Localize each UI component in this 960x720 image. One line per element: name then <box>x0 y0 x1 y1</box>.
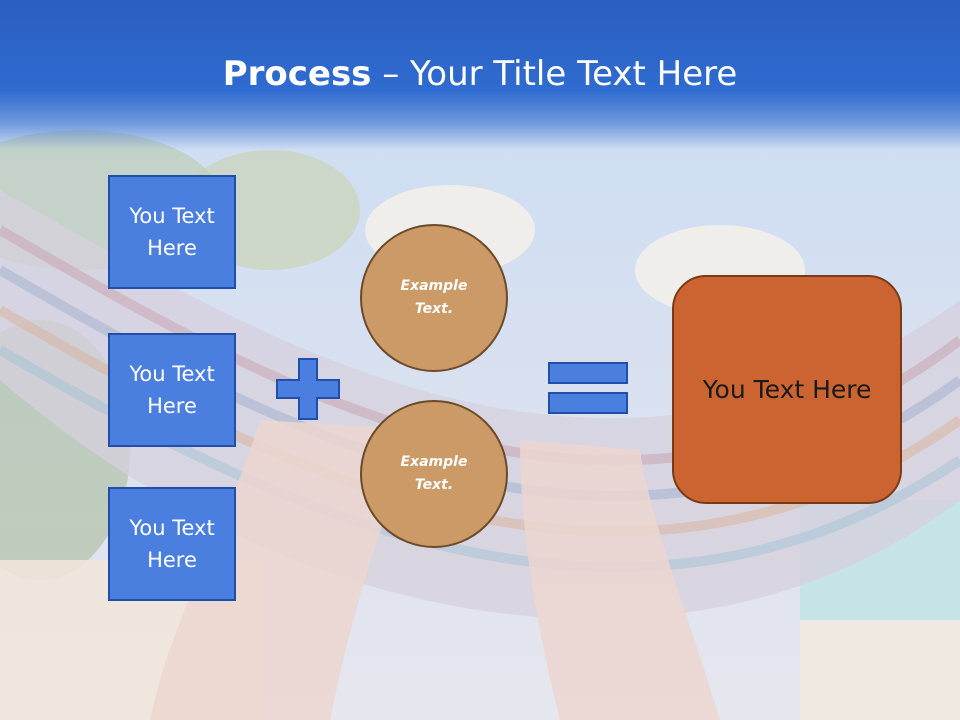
input-box-2-line1: You Text <box>129 362 215 386</box>
equals-icon <box>548 362 628 414</box>
title-bar <box>0 0 960 150</box>
result-label: You Text Here <box>702 375 872 404</box>
input-box-2-line2: Here <box>147 394 197 418</box>
input-box-1-line1: You Text <box>129 204 215 228</box>
slide-title: Process – Your Title Text Here <box>0 52 960 96</box>
example-circle-1-line1: Example <box>400 278 468 294</box>
input-box-3-line2: Here <box>147 548 197 572</box>
example-circle-2-line1: Example <box>400 454 468 470</box>
input-box-1-line2: Here <box>147 236 197 260</box>
title-rest: – Your Title Text Here <box>371 54 738 94</box>
title-bold: Process <box>222 54 372 94</box>
example-circle-2-line2: Text. <box>414 477 454 493</box>
plus-icon <box>276 358 340 420</box>
example-circle-1-line2: Text. <box>414 301 454 317</box>
input-box-3-line1: You Text <box>129 516 215 540</box>
result-box: You Text Here <box>672 275 902 504</box>
